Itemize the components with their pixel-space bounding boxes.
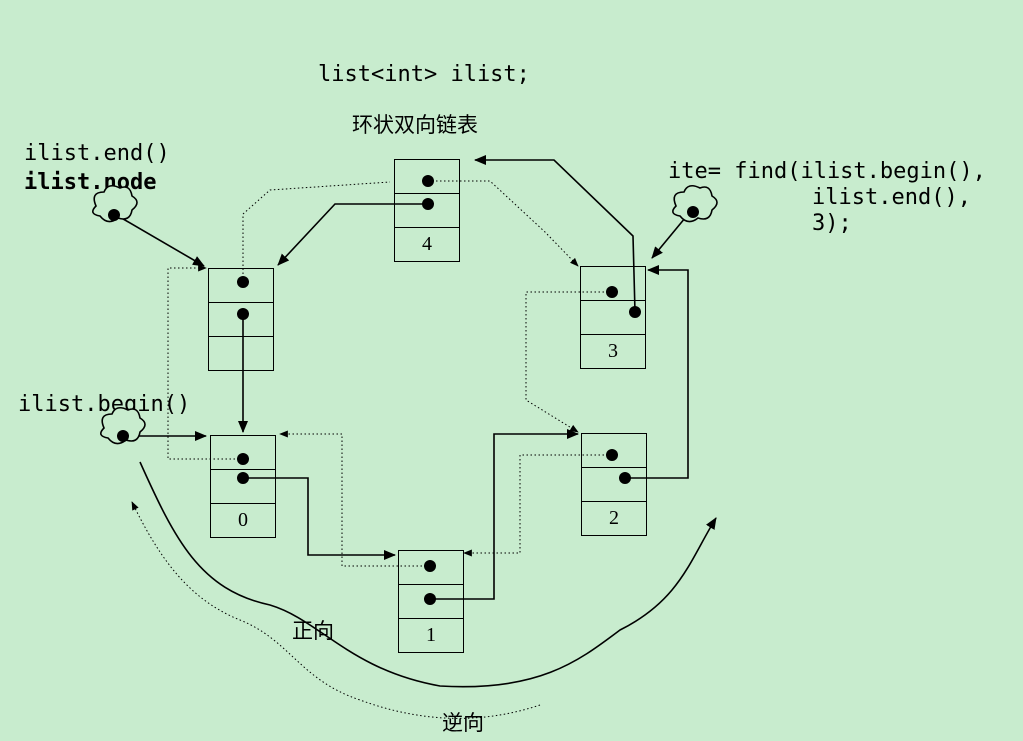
list-declaration: list<int> ilist; bbox=[318, 62, 530, 87]
ilist-node-label: ilist.node bbox=[24, 170, 157, 195]
diagram-caption: 环状双向链表 bbox=[352, 113, 478, 137]
next-pointer-cell bbox=[211, 436, 275, 470]
next-pointer-cell bbox=[209, 269, 273, 303]
prev-arrow-4-to-3 bbox=[428, 180, 579, 267]
prev-arrow-1-to-0 bbox=[279, 430, 430, 567]
node-value: 4 bbox=[422, 233, 432, 255]
next-arrow-1-to-2 bbox=[430, 429, 579, 600]
find-call-line3: 3); bbox=[812, 211, 852, 236]
end-node-pointer-arrow bbox=[117, 215, 205, 267]
forward-direction-label: 正向 bbox=[292, 619, 334, 643]
prev-arrow-0-to-blank bbox=[167, 264, 243, 460]
prev-pointer-cell bbox=[582, 468, 646, 502]
prev-pointer-cell bbox=[581, 301, 645, 335]
next-pointer-cell bbox=[582, 434, 646, 468]
backward-direction-label: 逆向 bbox=[442, 711, 484, 735]
backward-direction-curve bbox=[131, 501, 541, 719]
node-value: 1 bbox=[426, 624, 436, 646]
ilist-begin-label: ilist.begin() bbox=[18, 392, 191, 417]
begin-iterator-cloud-icon bbox=[100, 406, 146, 445]
ite-iterator-cloud-icon bbox=[672, 184, 718, 223]
list-node-0: 0 bbox=[210, 435, 276, 538]
forward-direction-curve bbox=[139, 461, 717, 688]
next-pointer-cell bbox=[399, 551, 463, 585]
ilist-end-label: ilist.end() bbox=[24, 141, 170, 166]
node-value: 2 bbox=[609, 507, 619, 529]
prev-arrow-2-to-1 bbox=[463, 454, 612, 557]
find-call-line1: ite= find(ilist.begin(), bbox=[668, 159, 986, 184]
node-value: 3 bbox=[608, 340, 618, 362]
next-pointer-cell bbox=[581, 267, 645, 301]
find-call-line2: ilist.end(), bbox=[812, 185, 971, 210]
node-value: 0 bbox=[238, 509, 248, 531]
next-arrow-2-to-3 bbox=[625, 265, 689, 479]
next-arrow-0-to-1 bbox=[243, 477, 396, 560]
next-arrow-4-to-blank bbox=[277, 203, 428, 266]
prev-pointer-cell bbox=[211, 470, 275, 504]
prev-pointer-cell bbox=[209, 303, 273, 337]
prev-pointer-cell bbox=[395, 194, 459, 228]
next-arrow-3-to-4 bbox=[474, 155, 636, 313]
next-pointer-cell bbox=[395, 160, 459, 194]
prev-arrow-blank-to-4 bbox=[242, 181, 391, 282]
prev-pointer-cell bbox=[399, 585, 463, 619]
end-iterator-cloud-icon bbox=[92, 184, 138, 223]
prev-arrow-3-to-2 bbox=[525, 291, 612, 433]
